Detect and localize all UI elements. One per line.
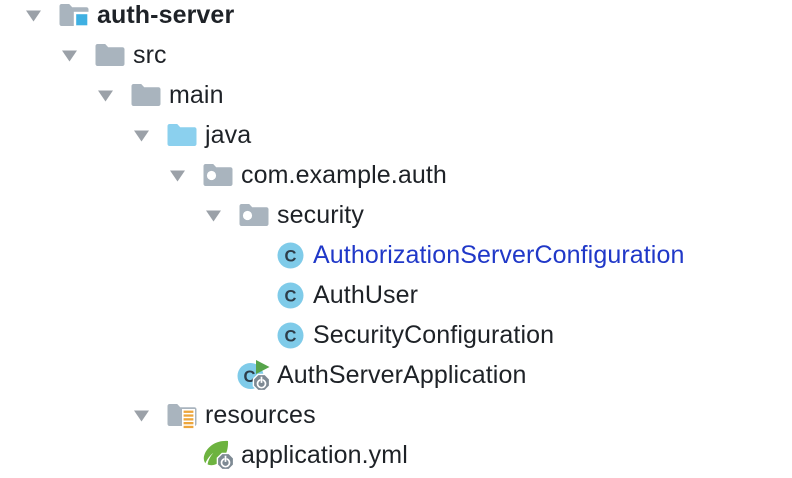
chevron-down-icon[interactable] (23, 0, 43, 35)
sources-root-folder-icon (165, 115, 199, 155)
svg-text:C: C (284, 247, 296, 265)
tree-item-src[interactable]: src (0, 35, 792, 75)
tree-item-label: security (277, 201, 364, 229)
tree-item-securityconfiguration[interactable]: C SecurityConfiguration (0, 315, 792, 355)
tree-item-application-yml[interactable]: application.yml (0, 435, 792, 475)
folder-icon (129, 75, 163, 115)
tree-item-main[interactable]: main (0, 75, 792, 115)
tree-item-label: auth-server (97, 1, 235, 29)
chevron-down-icon[interactable] (95, 75, 115, 115)
tree-item-security[interactable]: security (0, 195, 792, 235)
indent-spacer (239, 315, 259, 355)
package-folder-icon (237, 195, 271, 235)
folder-icon (93, 35, 127, 75)
tree-item-authorizationserverconfiguration[interactable]: C AuthorizationServerConfiguration (0, 235, 792, 275)
tree-item-java[interactable]: java (0, 115, 792, 155)
indent-spacer (167, 435, 187, 475)
tree-item-label: java (205, 121, 252, 149)
indent-spacer (239, 235, 259, 275)
svg-text:C: C (244, 368, 256, 386)
tree-item-label: AuthorizationServerConfiguration (313, 241, 685, 269)
spring-boot-config-file-icon (201, 435, 235, 475)
tree-item-label: src (133, 41, 167, 69)
spring-boot-application-class-icon: C (237, 355, 271, 395)
tree-item-authuser[interactable]: C AuthUser (0, 275, 792, 315)
chevron-down-icon[interactable] (131, 395, 151, 435)
chevron-down-icon[interactable] (131, 115, 151, 155)
chevron-down-icon[interactable] (203, 195, 223, 235)
project-folder-icon (57, 0, 91, 35)
indent-spacer (203, 355, 223, 395)
java-class-icon: C (273, 315, 307, 355)
tree-item-resources[interactable]: resources (0, 395, 792, 435)
java-class-icon: C (273, 275, 307, 315)
tree-item-label: com.example.auth (241, 161, 447, 189)
resources-folder-icon (165, 395, 199, 435)
tree-item-authserverapplication[interactable]: C AuthServerApplication (0, 355, 792, 395)
svg-text:C: C (284, 327, 296, 345)
package-folder-icon (201, 155, 235, 195)
chevron-down-icon[interactable] (59, 35, 79, 75)
tree-item-label: main (169, 81, 224, 109)
java-class-icon: C (273, 235, 307, 275)
tree-item-label: resources (205, 401, 316, 429)
tree-item-auth-server[interactable]: auth-server (0, 0, 792, 35)
tree-item-label: AuthServerApplication (277, 361, 527, 389)
tree-item-label: SecurityConfiguration (313, 321, 555, 349)
chevron-down-icon[interactable] (167, 155, 187, 195)
tree-item-label: AuthUser (313, 281, 419, 309)
svg-text:C: C (284, 287, 296, 305)
tree-item-com-example-auth[interactable]: com.example.auth (0, 155, 792, 195)
tree-item-label: application.yml (241, 441, 408, 469)
indent-spacer (239, 275, 259, 315)
